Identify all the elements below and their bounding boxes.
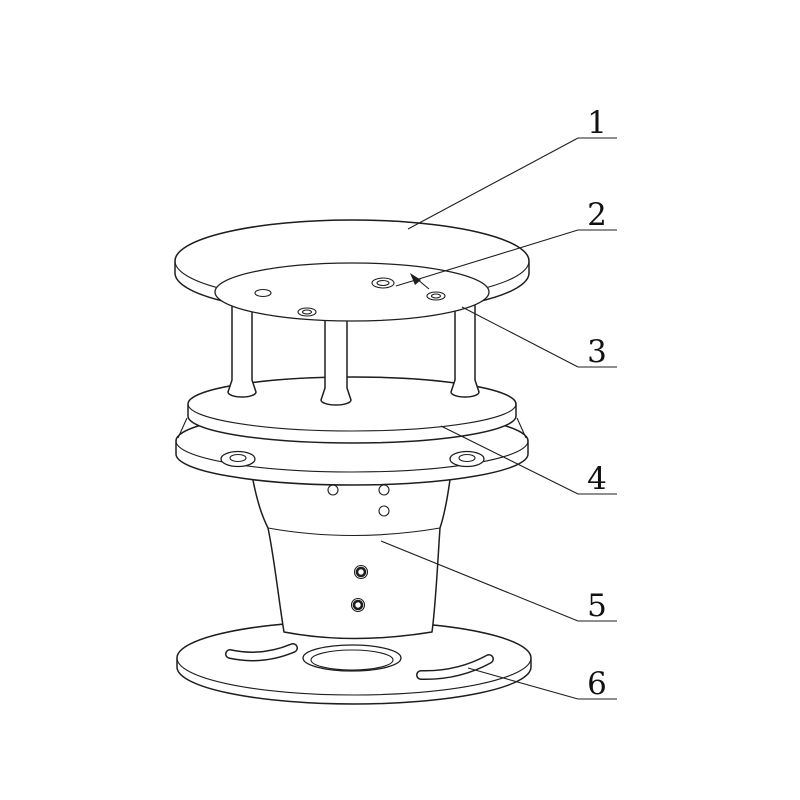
leader-line-2 — [395, 229, 579, 287]
callout-4: 4 — [440, 425, 617, 497]
cap-plate-hole — [297, 307, 317, 317]
callout-5: 5 — [380, 540, 617, 624]
top-cap — [174, 219, 530, 322]
callout-label-4: 4 — [587, 461, 607, 497]
body-silhouette — [249, 463, 453, 640]
plate-edge-connector-left — [177, 417, 188, 439]
cap-plate-hole — [426, 291, 446, 301]
bolt-ear-left — [220, 450, 256, 468]
cap-underside-plate — [214, 262, 490, 322]
plate-edge-connector-right — [516, 417, 527, 439]
callout-label-3: 3 — [587, 334, 607, 370]
leader-line-3 — [461, 306, 579, 368]
sensor-body — [249, 463, 453, 640]
cap-plate-hole — [254, 288, 272, 298]
north-arrow-marking — [410, 273, 430, 290]
body-hole — [378, 505, 390, 517]
callouts: 1 2 3 4 5 — [380, 105, 617, 702]
leader-line-5 — [380, 540, 579, 622]
callout-label-1: 1 — [587, 105, 607, 141]
body-waist-line — [267, 527, 441, 537]
leader-line-1 — [407, 137, 579, 230]
flange-center-hole-inner — [310, 649, 394, 671]
bottom-mounting-flange — [176, 620, 532, 705]
callout-3: 3 — [461, 306, 617, 370]
body-lower-hole — [350, 597, 366, 613]
upper-plate-top-edge — [187, 376, 517, 432]
leader-line-6 — [467, 667, 579, 700]
upper-reflector-plate — [177, 376, 527, 444]
callout-label-5: 5 — [587, 588, 607, 624]
callout-1: 1 — [407, 105, 617, 230]
bolt-ear-right — [449, 450, 485, 468]
callout-label-2: 2 — [587, 197, 607, 233]
callout-label-6: 6 — [587, 666, 607, 702]
callout-2: 2 — [395, 197, 617, 287]
leader-line-4 — [440, 425, 579, 495]
flange-center-hole-outer — [302, 644, 402, 672]
flange-slot-right — [416, 654, 494, 681]
callout-6: 6 — [467, 666, 617, 702]
cap-sensor-fitting — [371, 277, 395, 289]
flange-slot-left — [225, 643, 298, 662]
body-lower-hole — [353, 564, 369, 580]
